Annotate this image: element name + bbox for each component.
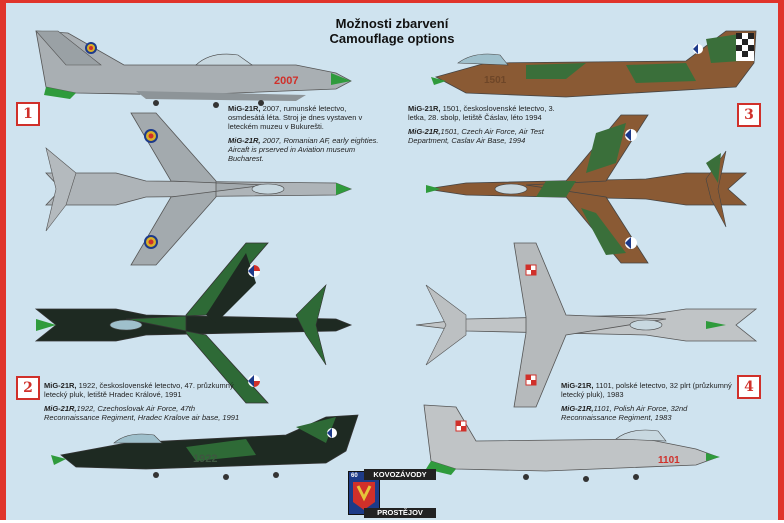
caption-1-czech: 2007, rumunské letectvo, osmdesátá léta.… xyxy=(228,104,363,131)
option-badge-1: 1 xyxy=(16,102,40,126)
svg-text:1101: 1101 xyxy=(658,455,680,466)
aircraft-3-side-view: 1501 xyxy=(431,30,757,98)
caption-1-model-en: MiG-21R, xyxy=(228,136,261,145)
title-czech: Možnosti zbarvení xyxy=(335,16,449,31)
aircraft-4-top-view xyxy=(415,242,758,408)
aircraft-4-side-view: 1101 xyxy=(423,404,720,482)
aircraft-illustrations: 2007 xyxy=(34,30,758,482)
aircraft-1-side-view: 2007 xyxy=(35,30,352,108)
caption-3-model: MiG-21R, xyxy=(408,104,441,113)
caption-4-model: MiG-21R, xyxy=(561,381,594,390)
publisher-name-line2: PROSTĚJOV xyxy=(364,508,436,518)
aircraft-2-top-view xyxy=(34,242,353,404)
caption-1-model: MiG-21R, xyxy=(228,104,261,113)
option-badge-4: 4 xyxy=(737,375,761,399)
page-title: Možnosti zbarvení Camouflage options xyxy=(6,16,778,46)
caption-option-2: MiG-21R, 1922, československé letectvo, … xyxy=(44,381,244,427)
title-english: Camouflage options xyxy=(329,31,455,46)
caption-2-czech: 1922, československé letectvo, 47. průzk… xyxy=(44,381,234,399)
caption-2-model-en: MiG-21R, xyxy=(44,404,77,413)
caption-4-english: 1101, Polish Air Force, 32nd Reconnaissa… xyxy=(561,404,688,422)
aircraft-3-top-view xyxy=(425,114,748,264)
caption-option-3: MiG-21R, 1501, československé letectvo, … xyxy=(408,104,558,150)
caption-3-model-en: MiG-21R, xyxy=(408,127,441,136)
publisher-name-line1: KOVOZÁVODY xyxy=(364,469,436,480)
aircraft-2-side-view: 1922 xyxy=(51,414,359,480)
svg-text:1922: 1922 xyxy=(193,453,217,465)
aircraft-1-top-view xyxy=(45,112,353,266)
caption-2-model: MiG-21R, xyxy=(44,381,77,390)
caption-3-czech: 1501, československé letectvo, 3. letka,… xyxy=(408,104,555,122)
caption-1-english: 2007, Romanian AF, early eighties. Airca… xyxy=(228,136,379,163)
svg-text:1501: 1501 xyxy=(484,75,507,86)
option-badge-2: 2 xyxy=(16,376,40,400)
caption-option-4: MiG-21R, 1101, polské letectvo, 32 plrt … xyxy=(561,381,733,427)
caption-4-czech: 1101, polské letectvo, 32 plrt (průzkumn… xyxy=(561,381,732,399)
svg-text:2007: 2007 xyxy=(274,75,298,87)
caption-3-english: 1501, Czech Air Force, Air Test Departme… xyxy=(408,127,544,145)
caption-4-model-en: MiG-21R, xyxy=(561,404,594,413)
logo-badge-number: 60 xyxy=(351,473,358,479)
caption-2-english: 1922, Czechoslovak Air Force, 47th Recon… xyxy=(44,404,240,422)
caption-option-1: MiG-21R, 2007, rumunské letectvo, osmdes… xyxy=(228,104,380,168)
publisher-logo: 60 KOVOZÁVODY PROSTĚJOV xyxy=(348,469,444,518)
option-badge-3: 3 xyxy=(737,103,761,127)
